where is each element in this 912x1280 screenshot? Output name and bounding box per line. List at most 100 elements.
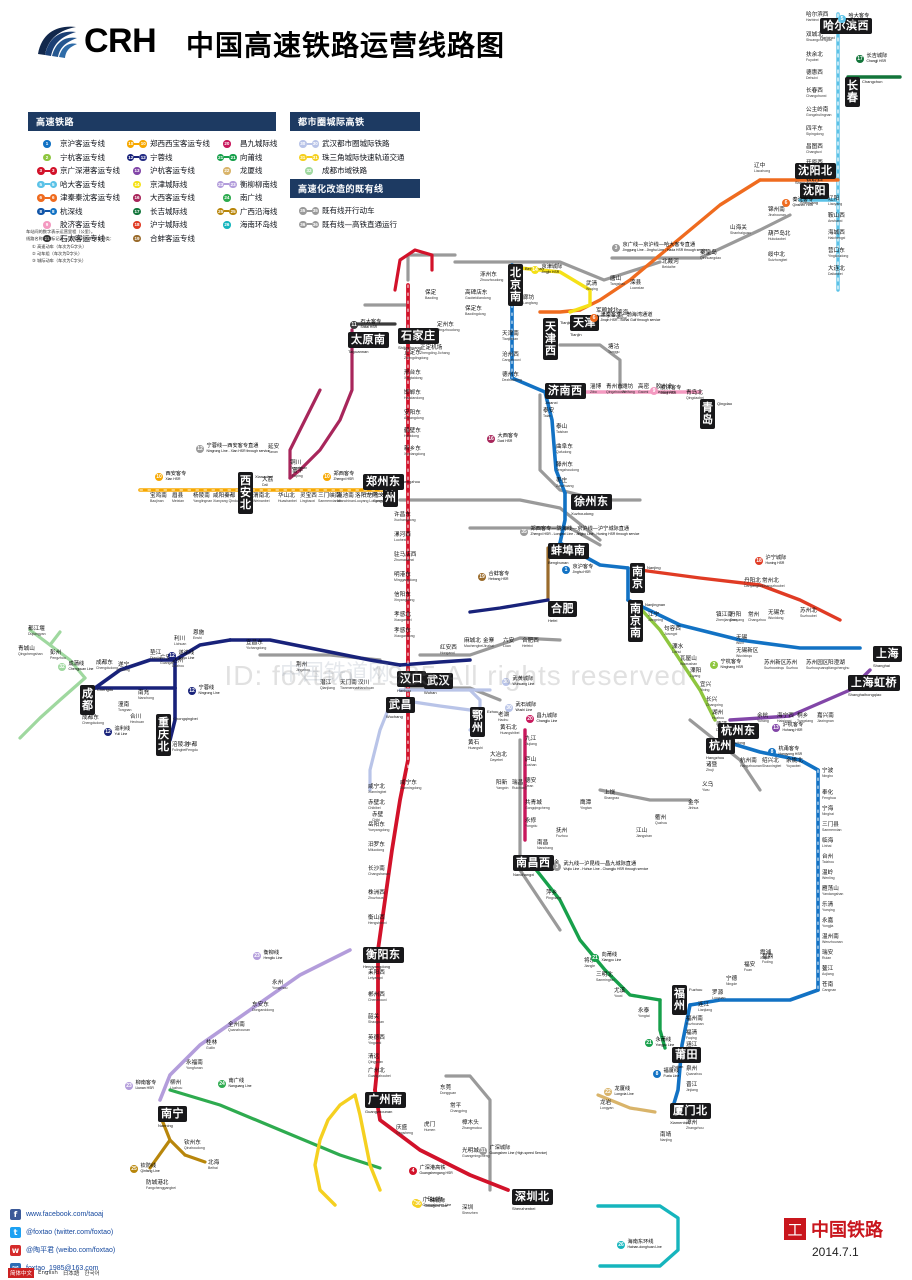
major-station-badge[interactable]: 南宁 [158, 1106, 187, 1122]
weibo-icon[interactable]: w [10, 1244, 21, 1256]
major-station-badge[interactable]: 徐州东 [571, 494, 612, 510]
major-station-badge[interactable]: 青岛 [700, 399, 715, 429]
major-station-badge[interactable]: 南京 [630, 563, 645, 593]
lang-current[interactable]: 简体中文 [8, 1268, 35, 1278]
major-station-badge[interactable]: 太原南 [348, 332, 389, 348]
major-station-badge[interactable]: 重庆北 [156, 714, 171, 756]
major-station-badge[interactable]: 深圳北 [512, 1189, 553, 1205]
major-station-badge[interactable]: 厦门北 [670, 1103, 711, 1119]
major-station-badge[interactable]: 南昌西 [513, 855, 554, 871]
major-station-badge[interactable]: 广州南 [365, 1092, 406, 1108]
lang-japanese[interactable]: 日本語 [62, 1271, 80, 1277]
major-station-badge[interactable]: 鄂州 [470, 707, 485, 737]
major-station-badge[interactable]: 莆田 [672, 1047, 701, 1063]
social-link-text[interactable]: www.facebook.com/taoaj [26, 1210, 104, 1218]
major-station-badge[interactable]: 上海虹桥 [848, 675, 900, 691]
